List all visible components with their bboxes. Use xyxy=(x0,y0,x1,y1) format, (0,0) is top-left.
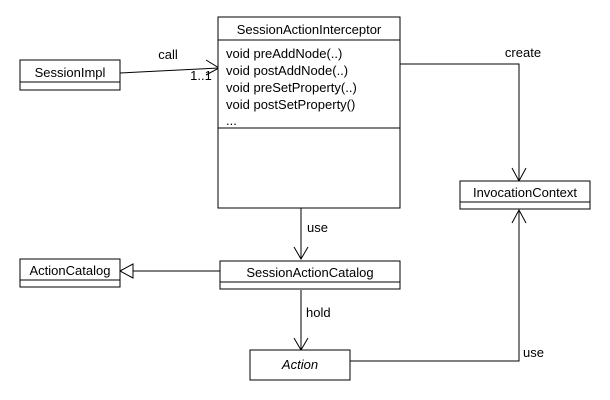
edge-call-multiplicity: 1..1 xyxy=(190,68,212,83)
class-session-action-interceptor-box xyxy=(217,16,401,209)
class-invocation-context-box xyxy=(459,180,591,210)
method-pre-set-property: void preSetProperty(..) xyxy=(226,80,357,95)
edge-create-line xyxy=(400,63,520,181)
edge-call-label: call xyxy=(158,47,178,62)
edge-use-context-line xyxy=(350,211,520,362)
class-session-impl-box xyxy=(19,59,121,91)
edge-use-context-label: use xyxy=(523,345,544,360)
method-post-add-node: void postAddNode(..) xyxy=(226,63,348,78)
class-session-impl-title: SessionImpl xyxy=(35,65,106,80)
class-action-catalog-box xyxy=(19,258,121,288)
method-post-set-property: void postSetProperty() xyxy=(226,97,355,112)
edge-use-catalog-label: use xyxy=(307,220,328,235)
class-action-catalog: ActionCatalog xyxy=(19,258,121,288)
class-invocation-context: InvocationContext xyxy=(459,180,591,210)
edge-use-catalog: use xyxy=(293,208,328,260)
edge-call-line xyxy=(119,67,220,74)
class-session-action-catalog: SessionActionCatalog xyxy=(219,260,401,290)
class-action-catalog-title: ActionCatalog xyxy=(30,263,111,278)
edge-hold-label: hold xyxy=(306,305,331,320)
edge-create-label: create xyxy=(505,45,541,60)
open-arrowhead-up-icon xyxy=(511,208,527,224)
method-pre-add-node: void preAddNode(..) xyxy=(226,46,342,61)
class-session-action-catalog-box xyxy=(219,260,401,290)
class-action: Action xyxy=(249,349,351,381)
class-session-impl: SessionImpl xyxy=(19,59,121,91)
open-arrowhead-down-icon xyxy=(293,246,309,260)
edge-realization xyxy=(118,263,220,279)
edge-use-context: use xyxy=(350,208,544,362)
class-session-action-interceptor: SessionActionInterceptor void preAddNode… xyxy=(217,16,401,209)
class-action-box xyxy=(249,349,351,381)
class-session-action-catalog-title: SessionActionCatalog xyxy=(246,265,373,280)
class-action-title: Action xyxy=(281,357,318,372)
edge-create: create xyxy=(400,45,541,183)
hollow-triangle-arrowhead-left-icon xyxy=(118,263,134,279)
class-session-action-interceptor-title: SessionActionInterceptor xyxy=(237,22,382,37)
class-invocation-context-title: InvocationContext xyxy=(473,185,577,200)
method-ellipsis: ... xyxy=(226,113,237,128)
